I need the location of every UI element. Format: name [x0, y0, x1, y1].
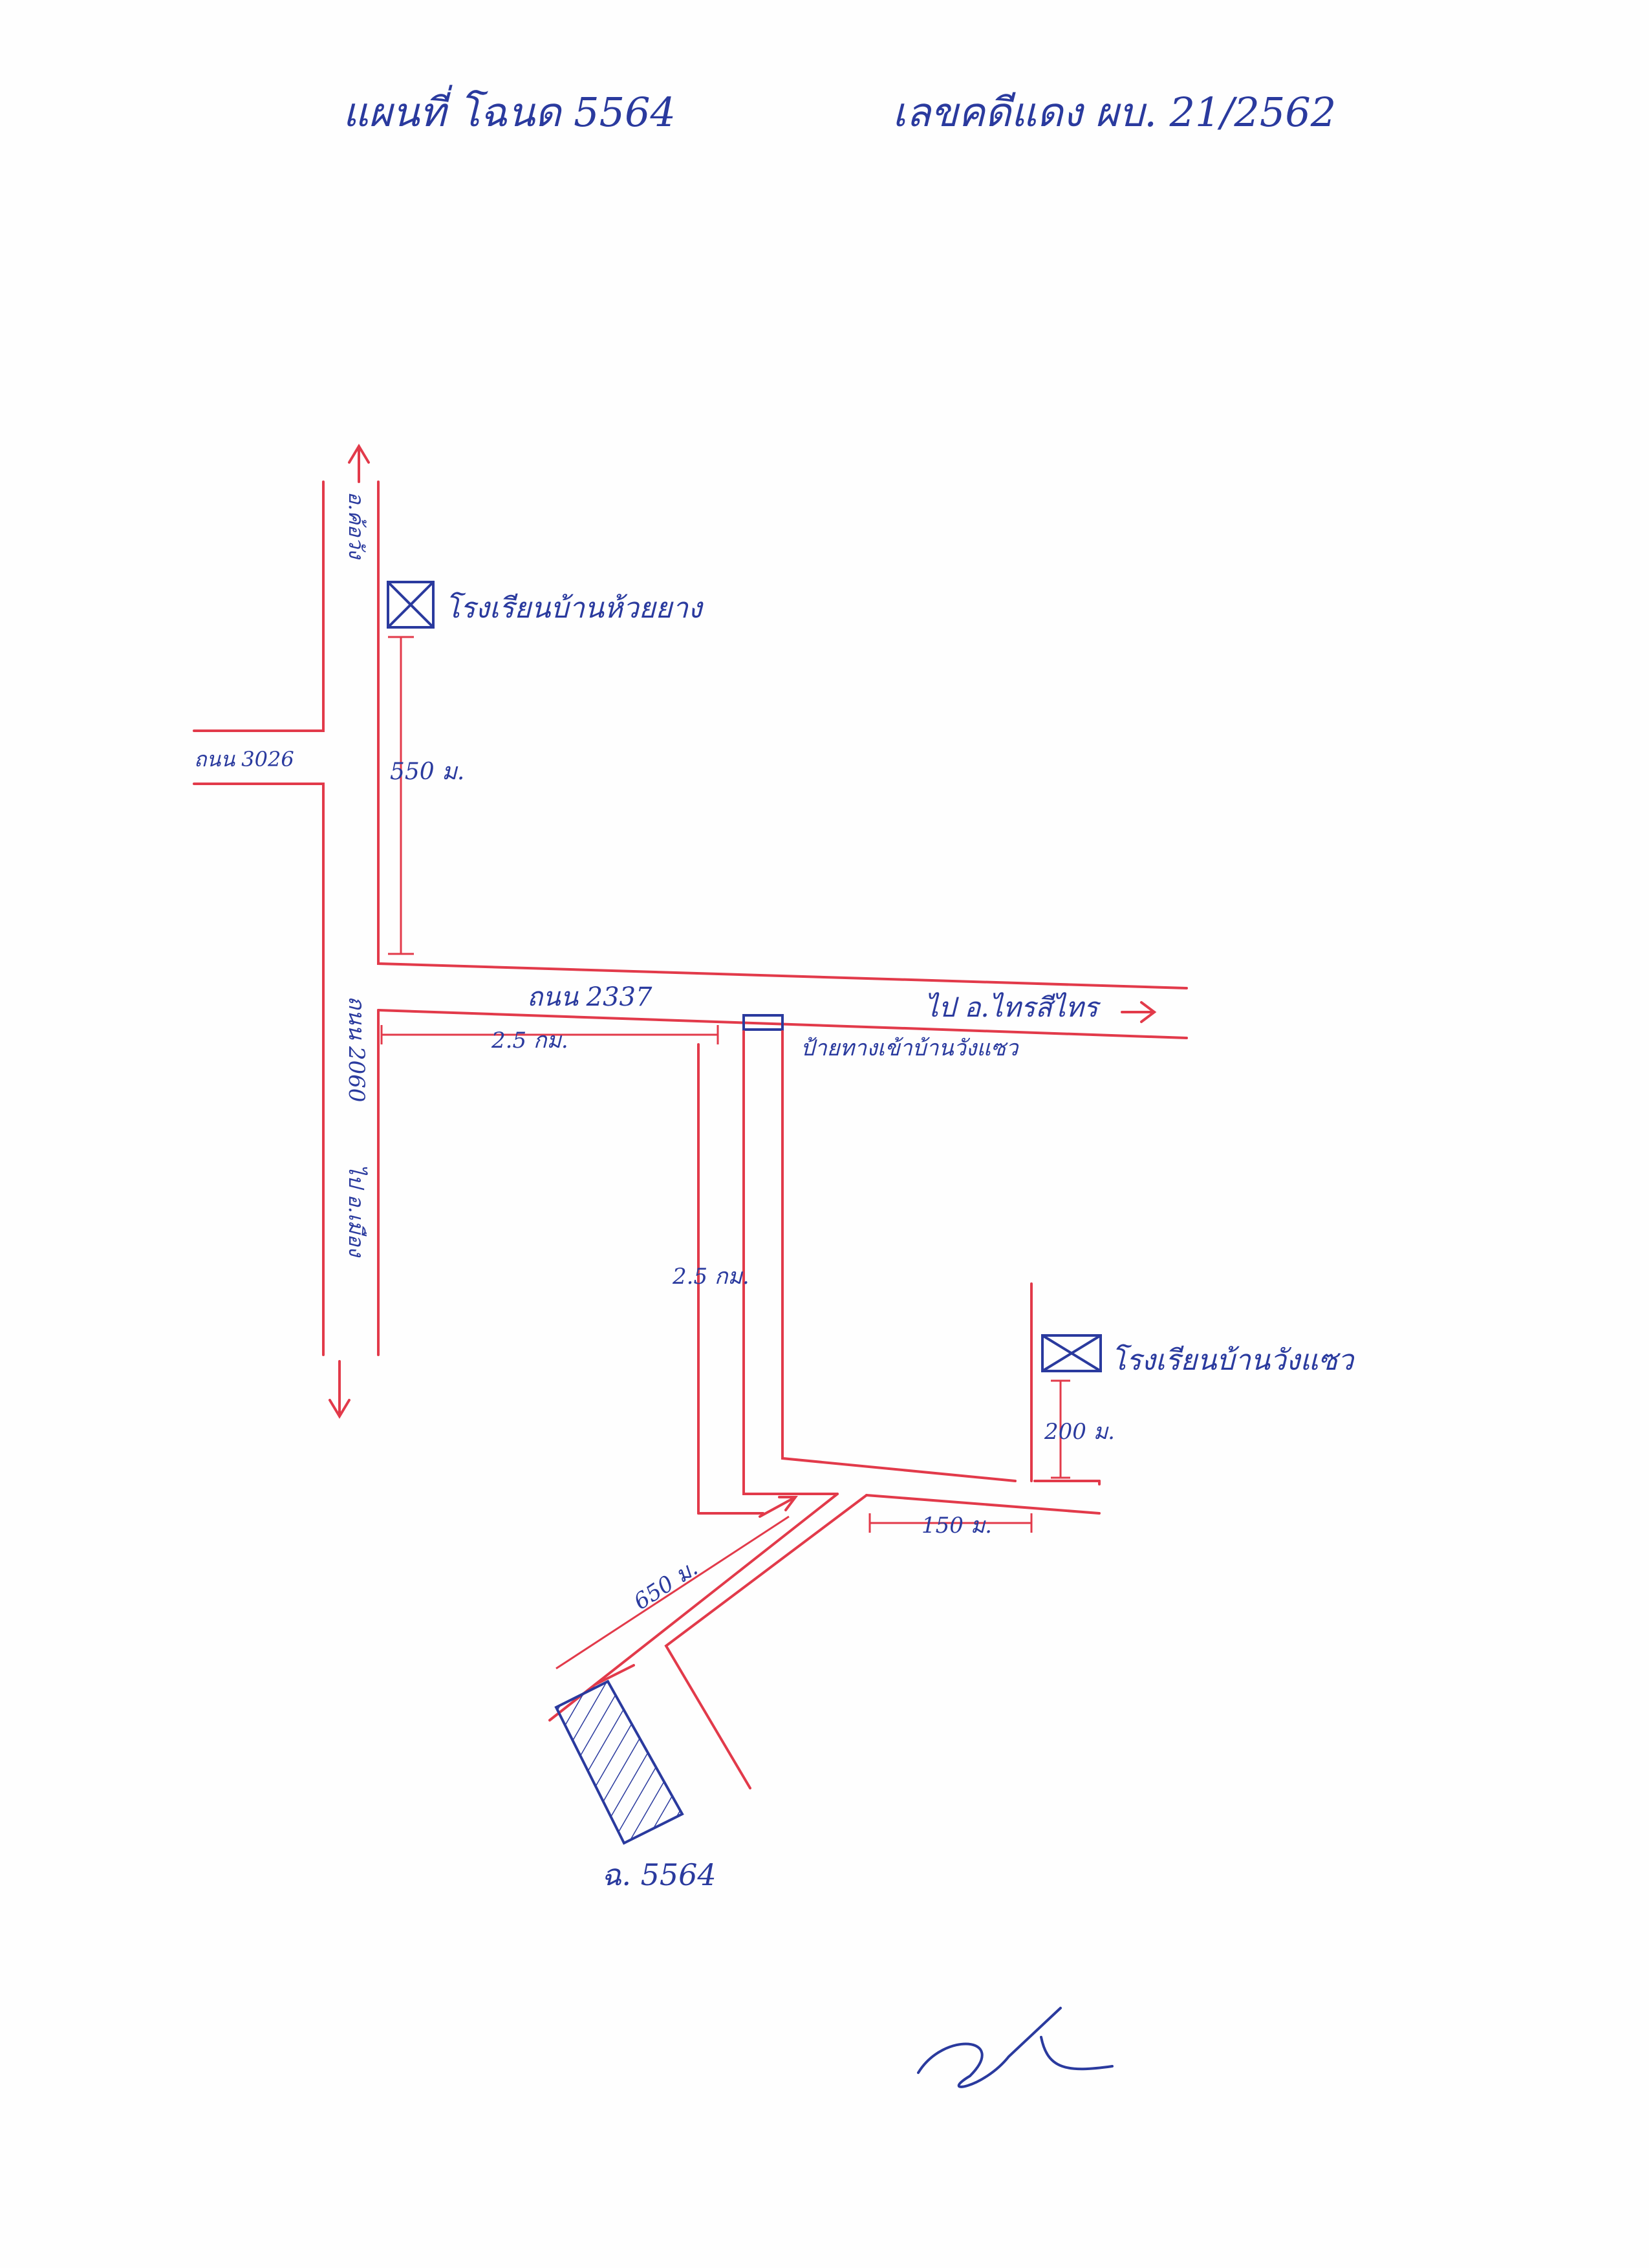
crossed-box-icon — [387, 581, 435, 629]
dim-200 — [1051, 1379, 1070, 1479]
parcel-road — [548, 1493, 868, 1789]
signature-mark — [917, 2007, 1114, 2088]
dim-150-label: 150 ม. — [921, 1513, 992, 1539]
entrance-sign: ป้ายทางเข้าบ้านวังแซว — [742, 1014, 1019, 1061]
dim-550-label: 550 ม. — [390, 759, 464, 785]
to-trakan-label: ไป อ.ไทรสีไทร — [925, 991, 1101, 1023]
dim-550 — [388, 636, 414, 955]
parcel-label: ฉ. 5564 — [601, 1857, 717, 1892]
arrow-junction-icon — [759, 1496, 798, 1518]
to-kho-wang-label: อ.ค้อวัง — [344, 491, 369, 560]
school-huai-yang: โรงเรียนบ้านห้วยยาง — [387, 581, 704, 629]
road-3026-label: ถนน 3026 — [194, 747, 294, 772]
school-wang-saeo: โรงเรียนบ้านวังแซว — [1041, 1334, 1355, 1377]
road-2060-label: ถนน 2060 — [343, 996, 369, 1102]
school-huai-yang-label: โรงเรียนบ้านห้วยยาง — [445, 592, 704, 625]
dim-2-5-vertical-label: 2.5 กม. — [672, 1264, 749, 1290]
road-2337-label: ถนน 2337 — [527, 982, 652, 1012]
village-road — [697, 1030, 1101, 1515]
dim-150 — [868, 1513, 1033, 1533]
dim-650 — [555, 1515, 790, 1670]
map-title: แผนที่ โฉนด 5564 — [343, 85, 676, 136]
parcel-5564 — [554, 1679, 684, 1845]
dim-2-5-horizontal — [380, 1025, 719, 1044]
case-reference: เลขคดีแดง ผบ. 21/2562 — [892, 89, 1336, 136]
dim-2-5-horizontal-label: 2.5 กม. — [491, 1028, 568, 1053]
dim-650-label: 650 ม. — [629, 1555, 702, 1615]
entrance-sign-label: ป้ายทางเข้าบ้านวังแซว — [801, 1035, 1019, 1061]
dim-200-label: 200 ม. — [1044, 1419, 1115, 1445]
arrow-north-icon — [348, 444, 370, 483]
arrow-south-icon — [329, 1360, 350, 1419]
school-wang-saeo-label: โรงเรียนบ้านวังแซว — [1111, 1344, 1355, 1377]
crossed-box-icon-2 — [1041, 1334, 1102, 1372]
to-mueang-label: ไป อ.เมือง — [344, 1164, 369, 1258]
arrow-east-icon — [1121, 1001, 1157, 1023]
sign-icon — [742, 1014, 784, 1031]
